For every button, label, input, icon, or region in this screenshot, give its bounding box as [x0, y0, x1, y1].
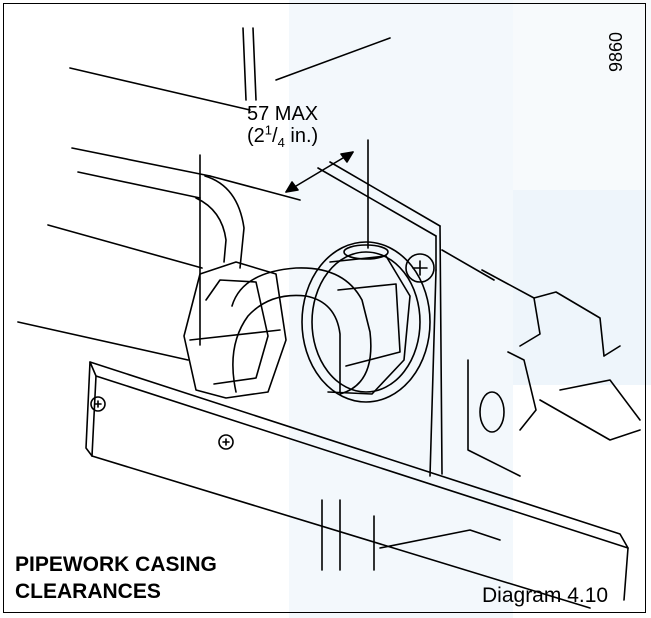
- dimension-imperial-close: in.): [284, 125, 319, 147]
- dimension-imperial-slash: /: [272, 125, 278, 147]
- diagram-title: PIPEWORK CASING CLEARANCES: [15, 551, 217, 605]
- dimension-extension-lines: [199, 139, 369, 346]
- elbow-fitting: [231, 267, 372, 395]
- casing-union: [301, 241, 431, 403]
- dimension-value: 57 MAX: [247, 103, 319, 125]
- right-bracket: [467, 269, 641, 477]
- background-tint: [289, 0, 513, 618]
- dimension-arrow: [285, 151, 354, 193]
- background-tint: [513, 0, 651, 190]
- dimension-imperial: (21/4 in.): [247, 122, 319, 150]
- diagram-caption: Diagram 4.10: [482, 584, 609, 607]
- background-tint: [513, 190, 651, 385]
- dimension-imperial-sup: 1: [264, 122, 273, 138]
- casing-plate: [317, 161, 495, 477]
- dimension-imperial-sub: 4: [277, 135, 285, 150]
- diagram-title-line2: CLEARANCES: [15, 580, 161, 603]
- lower-structure: [321, 499, 501, 571]
- left-hex-nut: [183, 261, 287, 399]
- diagram-title-line1: PIPEWORK CASING: [15, 553, 217, 576]
- diagram-frame: [3, 3, 646, 613]
- upper-casing-lines: [17, 27, 391, 361]
- figure-id: 9860: [606, 31, 626, 72]
- dimension-imperial-open: (2: [247, 125, 265, 147]
- dimension-label: 57 MAX (21/4 in.): [247, 103, 319, 150]
- angle-bar: [85, 361, 629, 609]
